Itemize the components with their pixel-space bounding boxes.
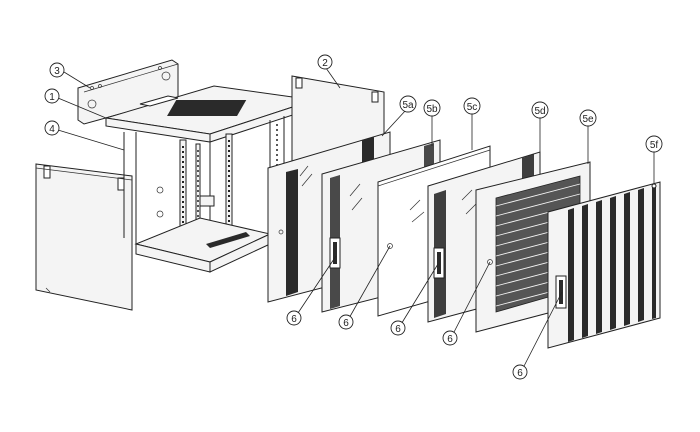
callout-3: 3 (49, 62, 65, 78)
callout-6-door-5c: 6 (390, 320, 406, 336)
callout-1: 1 (44, 88, 60, 104)
callout-label: 1 (49, 92, 55, 103)
callout-6-door-5b: 6 (338, 314, 354, 330)
callout-label: 5c (467, 102, 478, 113)
callout-5a: 5a (399, 95, 417, 113)
callout-label: 6 (343, 318, 349, 329)
callout-label: 6 (291, 314, 297, 325)
door-5f-slotted (547, 181, 661, 349)
callout-5c: 5c (463, 97, 481, 115)
callout-2: 2 (317, 54, 333, 70)
callout-5b: 5b (423, 99, 441, 117)
callout-4: 4 (44, 120, 60, 136)
callout-5e: 5e (579, 109, 597, 127)
callout-label: 6 (447, 334, 453, 345)
callout-label: 5f (650, 140, 659, 151)
callout-label: 2 (322, 58, 328, 69)
callout-6-door-5d: 6 (442, 330, 458, 346)
callout-label: 5a (402, 100, 414, 111)
callout-label: 5e (582, 114, 594, 125)
callout-label: 5d (534, 106, 545, 117)
callout-label: 3 (54, 66, 60, 77)
callout-5d: 5d (531, 101, 549, 119)
callout-label: 6 (517, 368, 523, 379)
wall-bracket (77, 59, 179, 125)
callout-5f: 5f (645, 135, 663, 153)
callout-label: 6 (395, 324, 401, 335)
leader-lines (57, 67, 655, 371)
callout-label: 5b (426, 104, 438, 115)
callout-label: 4 (49, 124, 55, 135)
callout-6-door-5f: 6 (512, 364, 528, 380)
callout-6-door-5a: 6 (286, 310, 302, 326)
left-side-panel (35, 163, 133, 311)
